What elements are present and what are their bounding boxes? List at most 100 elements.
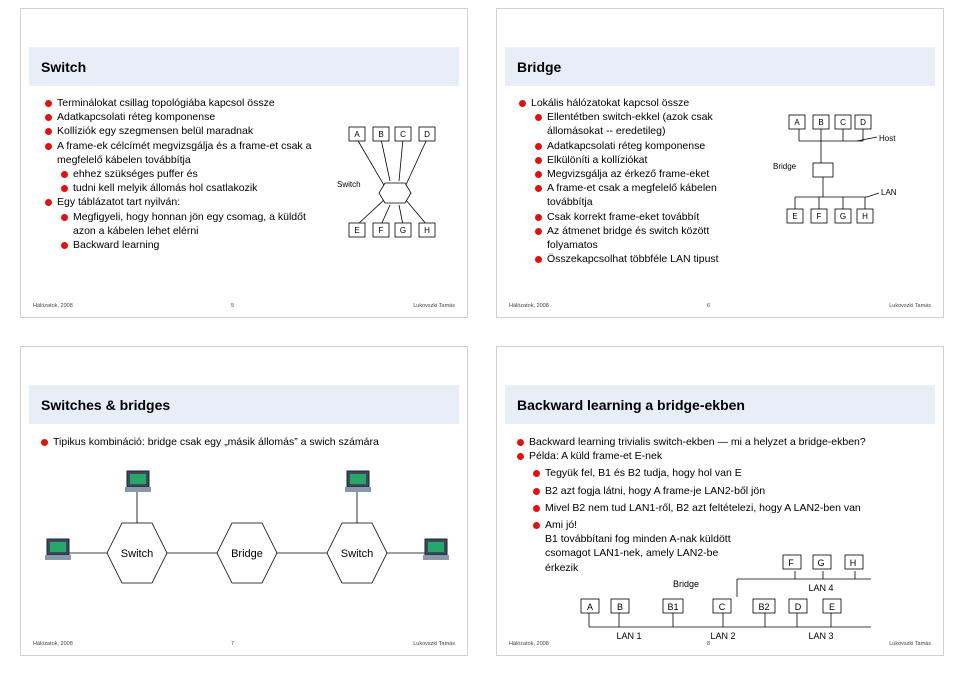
sub-bullet: Ellentétben switch-ekkel (azok csak állo…: [535, 110, 734, 138]
footer-author: Lukovszki Tamás: [889, 303, 931, 309]
host-label: A: [587, 602, 593, 612]
host-label: G: [817, 558, 824, 568]
sub-bullet: Tegyük fel, B1 és B2 tudja, hogy hol van…: [533, 466, 937, 480]
footer-course: Hálózatok, 2008: [33, 641, 73, 647]
footer-author: Lukovszki Tamás: [889, 641, 931, 647]
host-label: G: [400, 226, 406, 235]
slide-title: Backward learning a bridge-ekben: [517, 397, 745, 413]
bridge-label: Bridge: [773, 162, 797, 171]
host-label: G: [840, 212, 846, 221]
host-label: Host: [879, 134, 896, 143]
footer-course: Hálózatok, 2008: [509, 303, 549, 309]
bullet: Példa: A küld frame-et E-nek: [517, 449, 937, 463]
sub-bullet: Mivel B2 nem tud LAN1-ről, B2 azt feltét…: [533, 501, 937, 515]
lan-label: LAN 3: [808, 631, 833, 641]
footer-page: 5: [231, 303, 235, 309]
slide-switches-bridges: Switches & bridges Tipikus kombináció: b…: [20, 346, 468, 656]
footer: Hálózatok, 2008 6 Lukovszki Tamás: [497, 303, 943, 313]
host-label: H: [850, 558, 857, 568]
bullet: Lokális hálózatokat kapcsol össze: [519, 96, 734, 110]
computer-icon: [125, 470, 151, 492]
host-label: A: [794, 118, 800, 127]
bridge-label: Bridge: [673, 579, 699, 589]
footer: Hálózatok, 2008 7 Lukovszki Tamás: [21, 641, 467, 651]
slide-backward-learning: Backward learning a bridge-ekben Backwar…: [496, 346, 944, 656]
footer-author: Lukovszki Tamás: [413, 303, 455, 309]
host-label: F: [379, 226, 384, 235]
bullet: Tipikus kombináció: bridge csak egy „más…: [41, 435, 461, 449]
footer-page: 6: [707, 303, 711, 309]
footer: Hálózatok, 2008 8 Lukovszki Tamás: [497, 641, 943, 651]
bridge-b2-label: B2: [758, 602, 769, 612]
bullet: A frame-ek célcímét megvizsgálja és a fr…: [45, 139, 315, 167]
sub-bullet: B2 azt fogja látni, hogy A frame-je LAN2…: [533, 484, 937, 498]
slide-title: Bridge: [517, 59, 562, 75]
sub-bullet: tudni kell melyik állomás hol csatlakozi…: [61, 181, 315, 195]
host-label: B: [617, 602, 623, 612]
node-label: Switch: [121, 548, 153, 560]
host-label: F: [788, 558, 794, 568]
host-label: B: [818, 118, 823, 127]
sub-bullet: ehhez szükséges puffer és: [61, 167, 315, 181]
host-label: C: [400, 130, 406, 139]
bridge-diagram: A B C D E F G H Bridge Host LAN: [773, 114, 897, 224]
slide-title: Switches & bridges: [41, 397, 171, 413]
sub-bullet: Elkülöníti a kollíziókat: [535, 153, 734, 167]
bullet: Terminálokat csillag topológiába kapcsol…: [45, 96, 315, 110]
bullet-list: Tipikus kombináció: bridge csak egy „más…: [41, 435, 461, 449]
lan-label: LAN: [881, 188, 897, 197]
lan-label: LAN 4: [808, 583, 833, 593]
bridged-lan-diagram: F G H A B B1 C B2 D E LAN 1 LAN 2 LAN 3 …: [580, 554, 871, 641]
sub-bullet: Megfigyeli, hogy honnan jön egy csomag, …: [61, 210, 315, 238]
bullet: Kollíziók egy szegmensen belül maradnak: [45, 124, 315, 138]
switch-label: Switch: [337, 180, 361, 189]
bullet-list: Backward learning trivialis switch-ekben…: [517, 435, 937, 575]
node-label: Switch: [341, 548, 373, 560]
bullet: Adatkapcsolati réteg komponense: [45, 110, 315, 124]
slide-title-bar: Switch: [29, 47, 459, 86]
host-label: B: [378, 130, 383, 139]
footer-page: 8: [707, 641, 711, 647]
bullet: Backward learning trivialis switch-ekben…: [517, 435, 937, 449]
host-label: E: [354, 226, 359, 235]
switch-star-diagram: A B C D E F G H Switch: [337, 126, 436, 238]
sub-bullet: Backward learning: [61, 238, 315, 252]
switch-bridge-network-diagram: Switch Bridge Switch: [45, 470, 449, 584]
bullet: Egy táblázatot tart nyilván:: [45, 195, 315, 209]
slide-switch: Switch Terminálokat csillag topológiába …: [20, 8, 468, 318]
host-label: H: [862, 212, 868, 221]
footer: Hálózatok, 2008 5 Lukovszki Tamás: [21, 303, 467, 313]
sub-bullet: Csak korrekt frame-eket továbbít: [535, 210, 734, 224]
host-label: H: [424, 226, 430, 235]
footer-author: Lukovszki Tamás: [413, 641, 455, 647]
sub-bullet: Adatkapcsolati réteg komponense: [535, 139, 734, 153]
slide-bridge: Bridge Lokális hálózatokat kapcsol össze…: [496, 8, 944, 318]
sub-bullet: Megvizsgálja az érkező frame-eket: [535, 167, 734, 181]
footer-course: Hálózatok, 2008: [509, 641, 549, 647]
slide-title-bar: Backward learning a bridge-ekben: [505, 385, 935, 424]
sub-bullet: Ami jó!: [533, 518, 937, 532]
slide-title-bar: Switches & bridges: [29, 385, 459, 424]
slide-title-bar: Bridge: [505, 47, 935, 86]
host-label: D: [424, 130, 430, 139]
computer-icon: [45, 538, 71, 560]
node-label: Bridge: [231, 548, 263, 560]
note-text: B1 továbbítani fog minden A-nak küldött …: [545, 533, 731, 574]
slide-title: Switch: [41, 59, 87, 75]
sub-bullet: Az átmenet bridge és switch között folya…: [535, 224, 734, 252]
host-label: C: [840, 118, 846, 127]
lan-label: LAN 1: [616, 631, 641, 641]
footer-page: 7: [231, 641, 235, 647]
computer-icon: [345, 470, 371, 492]
host-label: D: [795, 602, 802, 612]
host-label: E: [792, 212, 797, 221]
bridge-b1-label: B1: [667, 602, 678, 612]
footer-course: Hálózatok, 2008: [33, 303, 73, 309]
host-label: E: [829, 602, 835, 612]
bullet-list: Lokális hálózatokat kapcsol össze Ellent…: [519, 96, 734, 266]
lan-label: LAN 2: [710, 631, 735, 641]
sub-bullet: A frame-et csak a megfelelő kábelen tová…: [535, 181, 734, 209]
bullet-list: Terminálokat csillag topológiába kapcsol…: [45, 96, 315, 252]
sub-bullet: Összekapcsolhat többféle LAN tipust: [535, 252, 734, 266]
computer-icon: [423, 538, 449, 560]
